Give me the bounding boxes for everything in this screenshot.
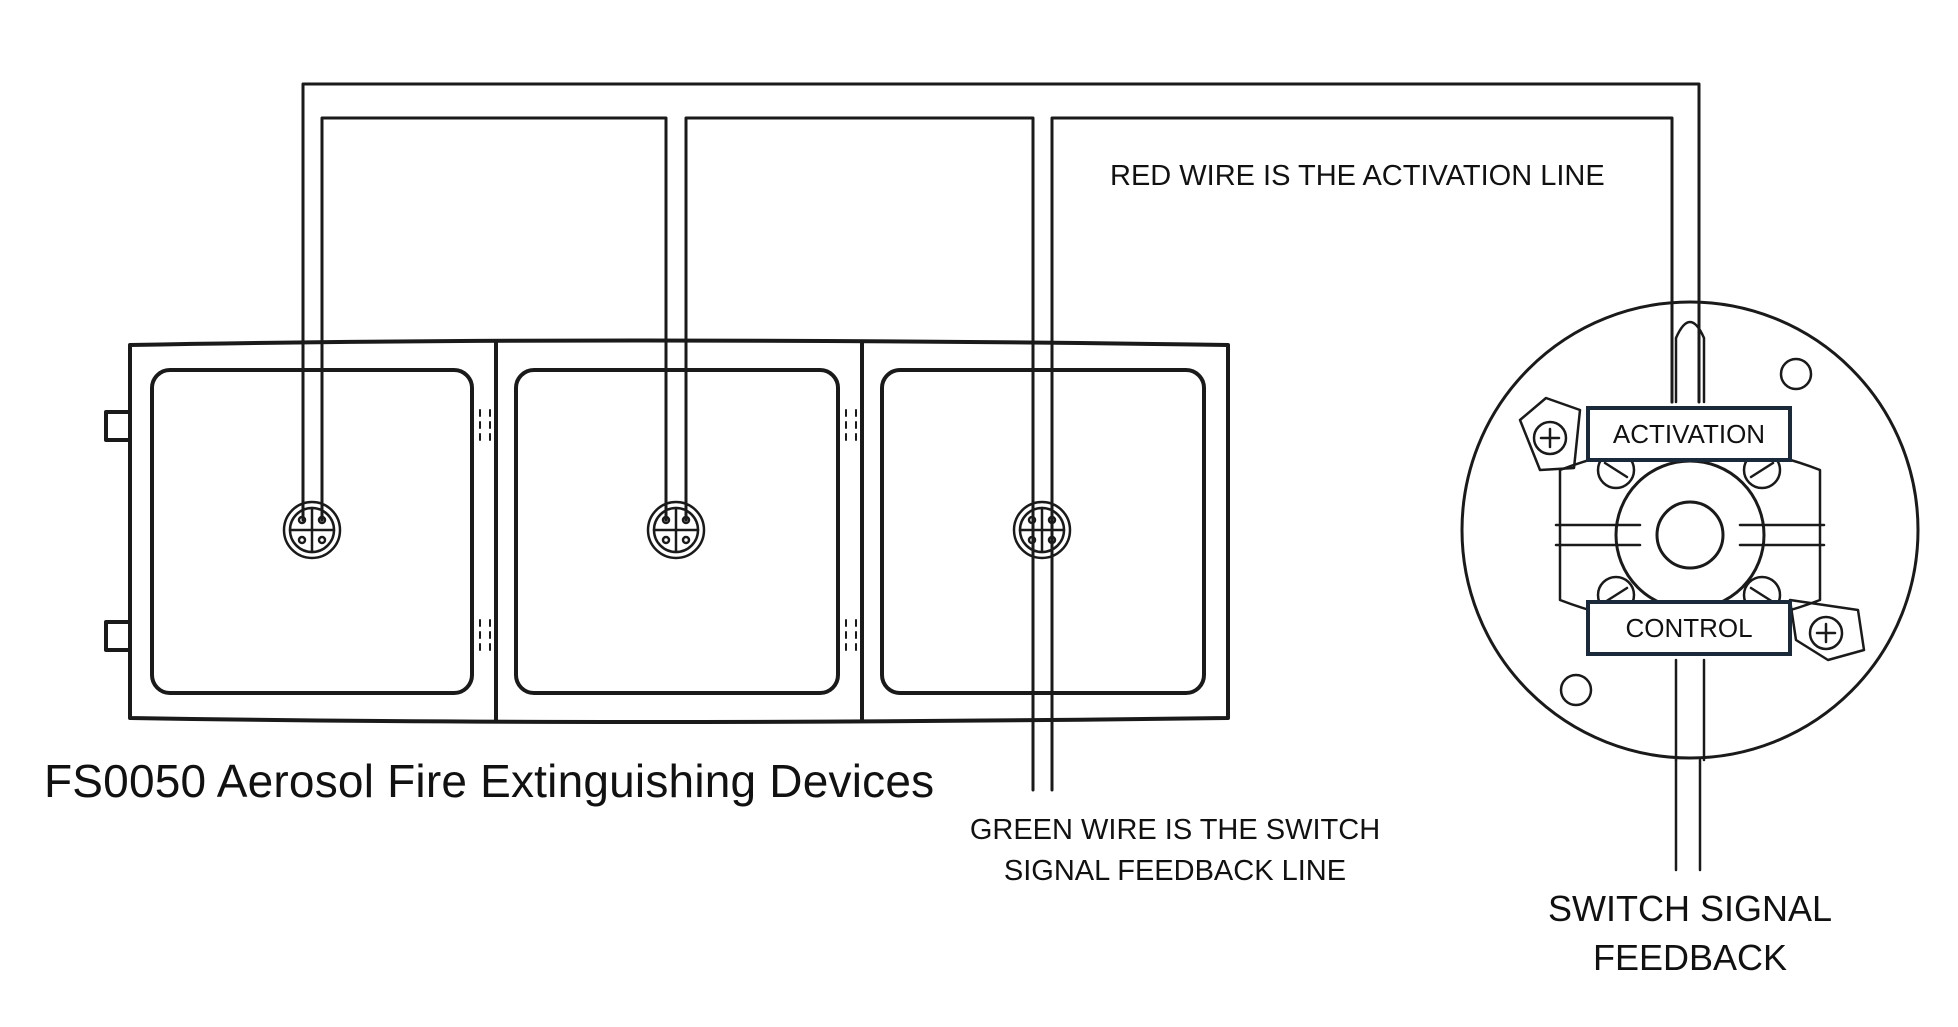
device-panel-1 [150, 368, 474, 695]
wire-harness [301, 82, 1701, 792]
connector-2 [646, 500, 706, 560]
connector-3 [1012, 500, 1072, 560]
device-frame [128, 338, 1230, 724]
red-wire-note: RED WIRE IS THE ACTIVATION LINE [1110, 160, 1605, 192]
activation-terminal-label: ACTIVATION [1586, 406, 1792, 462]
mount-tab-bottom [104, 620, 132, 652]
activation-wire-inner [320, 116, 668, 522]
feedback-wire-outer [1050, 116, 1674, 792]
mount-hole-top [1779, 357, 1813, 391]
mount-plate-right [1788, 598, 1866, 662]
mount-plate-left [1518, 396, 1582, 472]
connector-1 [282, 500, 342, 560]
activation-wire-device2 [684, 116, 1035, 522]
screw-heads [1532, 420, 1844, 651]
device-panel-2 [514, 368, 840, 695]
mount-tab-top [104, 410, 132, 442]
switch-signal-feedback-label: SWITCH SIGNAL FEEDBACK [1547, 888, 1833, 978]
green-wire-note: GREEN WIRE IS THE SWITCH SIGNAL FEEDBACK… [969, 814, 1381, 887]
activation-wire-outer [301, 82, 1701, 522]
switch-base-outer [1460, 300, 1920, 760]
control-terminal-label: CONTROL [1586, 600, 1792, 656]
switch-base [1460, 300, 1920, 872]
device-panel-3 [880, 368, 1206, 695]
diagram-title: FS0050 Aerosol Fire Extinguishing Device… [44, 755, 935, 807]
device-bank [104, 338, 1230, 724]
mount-hole-bottom [1559, 673, 1593, 707]
